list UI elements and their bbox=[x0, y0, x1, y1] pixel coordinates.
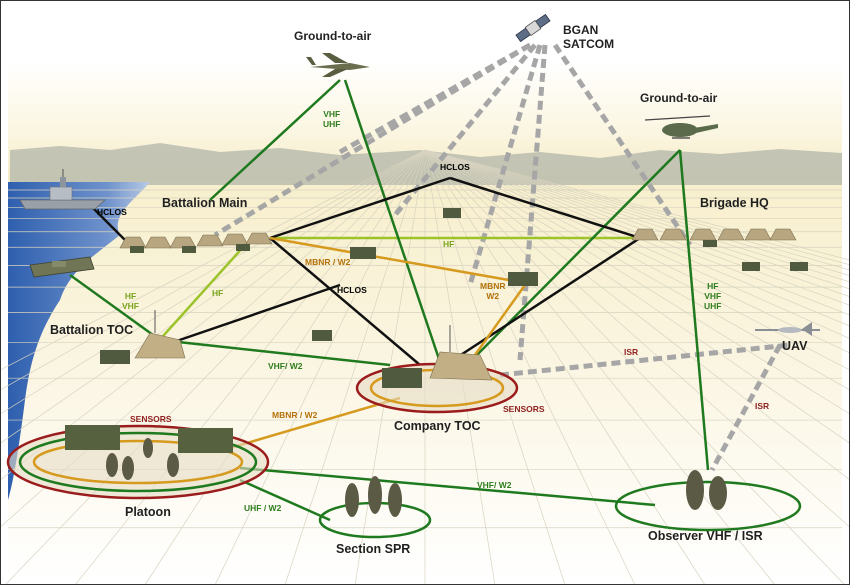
uav-label: UAV bbox=[782, 339, 808, 353]
fighter-jet-icon bbox=[306, 53, 370, 77]
observer-soldiers-icon bbox=[686, 470, 727, 510]
satcom-link-hub bbox=[393, 43, 537, 217]
ground-to-air-right-label: Ground-to-air bbox=[640, 91, 718, 105]
platoon-units-icon bbox=[65, 425, 233, 480]
humvee-icon bbox=[508, 272, 538, 286]
hf-vhf-link-boat bbox=[69, 273, 161, 342]
satellite-icon bbox=[515, 13, 551, 43]
hf-vhf-uhf-right-label: HF VHF UHF bbox=[704, 281, 722, 311]
observer-label: Observer VHF / ISR bbox=[648, 529, 763, 543]
hf-main-brigade-label: HF bbox=[443, 239, 455, 249]
hclos-top-label: HCLOS bbox=[440, 162, 470, 172]
hf-links bbox=[154, 236, 640, 346]
sensors-company-label: SENSORS bbox=[503, 404, 545, 414]
satcom-link-battalion-main bbox=[213, 42, 532, 238]
mbnr-links bbox=[229, 236, 527, 450]
hclos-link-main-toc bbox=[269, 237, 421, 366]
section-soldiers-icon bbox=[345, 476, 402, 517]
vhf-w2-link-toc bbox=[159, 338, 391, 367]
hclos-links bbox=[89, 176, 641, 366]
landing-craft-icon bbox=[29, 256, 95, 278]
platoon-label: Platoon bbox=[125, 505, 171, 519]
battalion-toc-label: Battalion TOC bbox=[50, 323, 134, 337]
satcom-links bbox=[213, 42, 693, 361]
battalion-main-camp-icon bbox=[119, 232, 273, 253]
hclos-ship-label: HCLOS bbox=[97, 207, 127, 217]
mbnr-link-main-vehicle bbox=[269, 236, 521, 284]
hclos-link-hub-brigade bbox=[449, 176, 641, 240]
hf-main-toc-label: HF bbox=[212, 288, 224, 298]
isr-link-uav bbox=[499, 342, 791, 378]
section-spr-label: Section SPR bbox=[336, 542, 411, 556]
humvee-icon bbox=[350, 247, 376, 259]
hclos-link-main-hub bbox=[269, 176, 451, 240]
hf-vhf-boat-label: HF VHF bbox=[122, 291, 139, 311]
satcom-link-aircraft bbox=[338, 42, 532, 155]
mbnr-link-vehicle-toc bbox=[468, 284, 527, 363]
vhf-link-heli-observer bbox=[678, 149, 710, 471]
mbnr-w2-vehicle-label: MBNR W2 bbox=[480, 281, 506, 301]
mbnr-link-platoon-toc bbox=[229, 396, 401, 450]
radar-vehicle-icon bbox=[443, 208, 461, 218]
battalion-toc-icon bbox=[100, 310, 186, 364]
uav-icon bbox=[755, 322, 820, 336]
isr-uav-label: ISR bbox=[624, 347, 639, 357]
vhf-uhf-aircraft-label: VHF UHF bbox=[323, 109, 341, 129]
radar-vehicle-icon bbox=[312, 330, 332, 341]
ground-to-air-left-label: Ground-to-air bbox=[294, 29, 372, 43]
brigade-hq-label: Brigade HQ bbox=[700, 196, 769, 210]
uhf-w2-label: UHF / W2 bbox=[244, 503, 282, 513]
sensors-platoon-label: SENSORS bbox=[130, 414, 172, 424]
hclos-mid-label: HCLOS bbox=[337, 285, 367, 295]
isr-link-observer bbox=[709, 343, 783, 472]
battalion-main-label: Battalion Main bbox=[162, 196, 248, 210]
hclos-link-brigade-toc bbox=[449, 236, 641, 364]
brigade-hq-camp-icon bbox=[631, 228, 808, 271]
vhf-w2-observer-label: VHF/ W2 bbox=[477, 480, 512, 490]
uhf-w2-link-section bbox=[239, 478, 331, 522]
mbnr-w2-platoon-label: MBNR / W2 bbox=[272, 410, 318, 420]
satcom-link-company-toc bbox=[517, 44, 548, 361]
mbnr-w2-center-label: MBNR / W2 bbox=[305, 257, 351, 267]
hf-link-main-toc bbox=[154, 244, 246, 346]
company-toc-icon bbox=[382, 325, 493, 388]
company-toc-label: Company TOC bbox=[394, 419, 481, 433]
helicopter-icon bbox=[644, 115, 718, 139]
hclos-link-ship bbox=[89, 204, 126, 241]
vhf-w2-link-observer bbox=[239, 466, 656, 507]
satcom-link-brigade-hq bbox=[552, 43, 693, 247]
observer-ring bbox=[614, 480, 802, 532]
bgan-satcom-label: BGAN SATCOM bbox=[563, 23, 615, 51]
isr-links bbox=[499, 342, 791, 472]
vhf-w2-toc-label: VHF/ W2 bbox=[268, 361, 303, 371]
vhf-link-aircraft-toc bbox=[343, 79, 442, 363]
warship-icon bbox=[19, 169, 107, 210]
hclos-link-toc-mid bbox=[164, 283, 341, 347]
vhf-link-aircraft-main bbox=[209, 79, 341, 201]
isr-observer-label: ISR bbox=[755, 401, 770, 411]
